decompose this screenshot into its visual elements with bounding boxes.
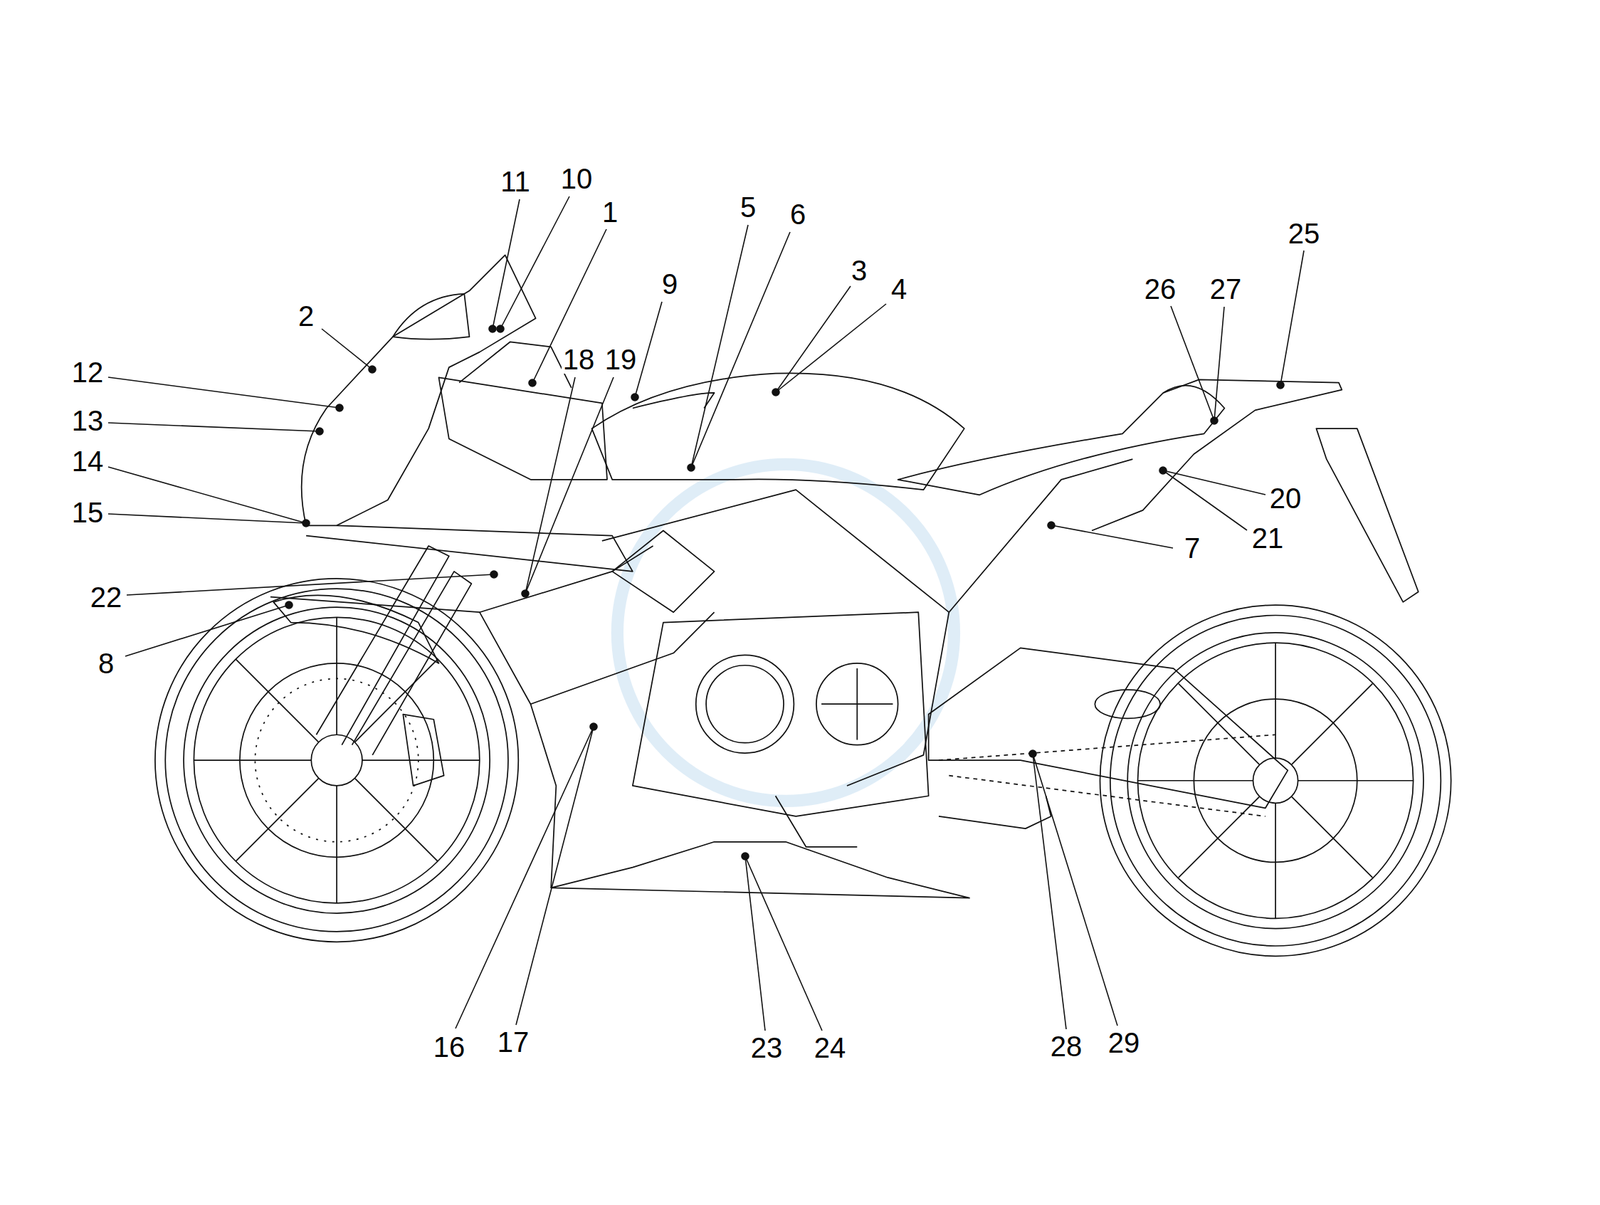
callout-number: 26	[1143, 274, 1178, 304]
callout-number: 1	[600, 197, 620, 227]
callout-number: 29	[1106, 1028, 1142, 1057]
callout-number: 22	[88, 582, 124, 612]
callout-number: 5	[738, 192, 758, 222]
bike-drawing	[155, 254, 1452, 956]
callout-number: 11	[498, 167, 532, 196]
callout-number: 4	[889, 274, 909, 304]
callout-number: 9	[660, 269, 680, 299]
callout-number: 27	[1208, 274, 1244, 304]
callout-number: 6	[788, 200, 808, 229]
callout-number: 12	[70, 358, 106, 387]
callout-number: 7	[1182, 533, 1202, 563]
callout-number: 23	[749, 1033, 785, 1062]
callout-number: 8	[96, 649, 116, 678]
callout-number: 15	[70, 498, 106, 527]
leader-lines	[108, 196, 1304, 1031]
callout-number: 24	[812, 1033, 848, 1062]
callout-number: 10	[559, 164, 595, 193]
callout-number: 28	[1049, 1032, 1084, 1061]
callout-number: 2	[296, 301, 316, 331]
callout-number: 21	[1250, 523, 1286, 553]
callout-number: 25	[1286, 219, 1322, 248]
callout-number: 14	[70, 446, 106, 476]
callout-number: 18	[561, 345, 597, 374]
callout-number: 3	[849, 256, 869, 285]
callout-number: 17	[496, 1027, 531, 1057]
callout-number: 19	[603, 345, 639, 374]
callout-number: 13	[70, 406, 106, 435]
callout-number: 20	[1268, 483, 1304, 513]
watermark-logo	[617, 464, 954, 801]
callout-number: 16	[432, 1032, 467, 1062]
